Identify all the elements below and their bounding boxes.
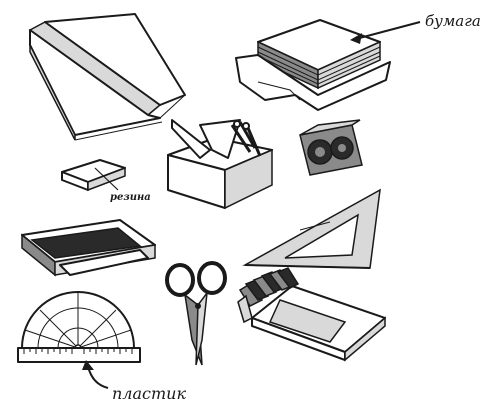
colored-pencils-icon (237, 267, 386, 362)
rubber-label: резина (110, 192, 151, 203)
paper-tray-icon (235, 19, 391, 111)
sharpener-icon (299, 119, 363, 176)
plastic-label: пластик (112, 384, 187, 403)
paper-label: бумага (425, 12, 481, 30)
set-square-icon (242, 188, 381, 269)
eraser-icon (61, 159, 126, 192)
plastic-arrow-icon (82, 360, 109, 389)
pencil-box-icon (167, 119, 273, 210)
pencil-case-icon (21, 219, 156, 277)
paper-arrow-icon (350, 21, 421, 44)
book-icon (28, 13, 186, 141)
ruler-icon (17, 347, 141, 363)
protractor-icon (21, 291, 135, 352)
scissors-icon (165, 261, 227, 366)
